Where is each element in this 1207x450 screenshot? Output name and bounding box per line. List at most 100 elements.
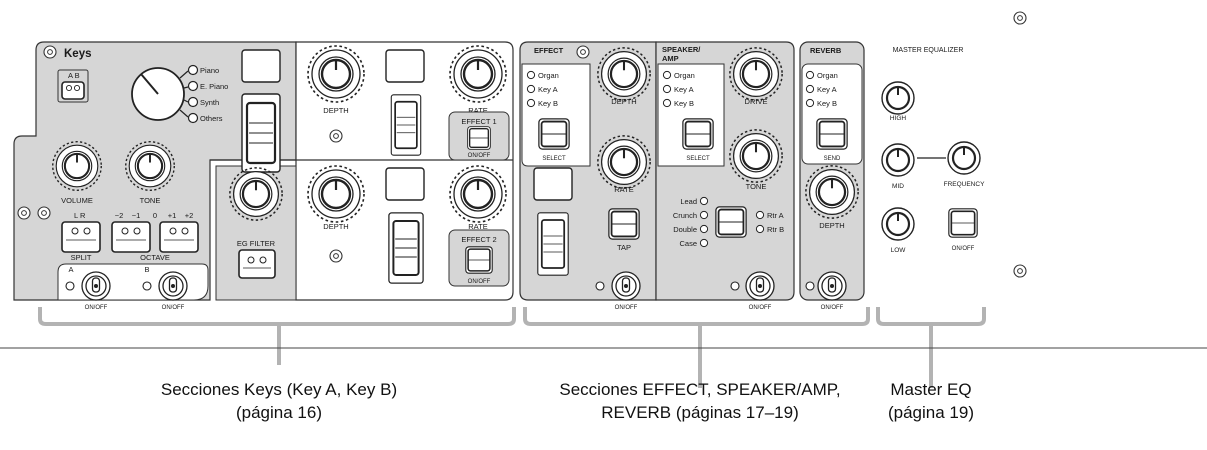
eq-high-knob[interactable]	[880, 80, 916, 116]
reverb-title: REVERB	[810, 46, 842, 55]
speaker-amp-section: SPEAKER/ AMP Organ Key A Key B SELECT DR…	[655, 41, 795, 311]
effects-bracket	[523, 307, 870, 326]
effect1-display	[385, 49, 425, 83]
keys-section: Keys A B Piano E. Piano Synth Others DEP…	[13, 41, 514, 311]
volume-label: VOLUME	[61, 196, 93, 205]
voice-selector-knob[interactable]	[131, 67, 185, 121]
keys-tone-label: TONE	[140, 196, 161, 205]
speaker-type-crunch: Crunch	[673, 211, 697, 220]
callout-master-eq-line2: (página 19)	[887, 403, 974, 422]
callout-keys-line1: Secciones Keys (Key A, Key B)	[160, 380, 398, 399]
keys-a-label: A	[68, 265, 73, 274]
eq-frequency-knob[interactable]	[946, 140, 982, 176]
screw-icon	[37, 206, 51, 220]
octave-down-button[interactable]	[111, 221, 151, 253]
effect-tap-label: TAP	[617, 243, 631, 252]
eq-onoff-button[interactable]	[947, 208, 979, 238]
octave-up-button[interactable]	[159, 221, 199, 253]
voice-piano-label: Piano	[200, 66, 219, 75]
callout-effects-line1: Secciones EFFECT, SPEAKER/AMP,	[559, 380, 841, 399]
screw-icon	[1013, 11, 1027, 25]
eq-low-label: LOW	[891, 247, 907, 254]
keys-bracket	[38, 307, 516, 326]
callout-effects-line2: REVERB (páginas 17–19)	[601, 403, 799, 422]
eq-mid-knob[interactable]	[880, 142, 916, 178]
keys-a-footswitch[interactable]	[81, 271, 111, 301]
voice-others-label: Others	[200, 114, 223, 123]
screw-icon	[43, 45, 57, 59]
effect2-pedal[interactable]	[387, 212, 425, 284]
callout-effects: Secciones EFFECT, SPEAKER/AMP, REVERB (p…	[500, 378, 900, 424]
effect-target-keya: Key A	[538, 85, 558, 94]
effect2-display	[385, 167, 425, 201]
eg-filter-button[interactable]	[238, 249, 276, 279]
speaker-title-line2: AMP	[662, 54, 679, 63]
effect-select-button[interactable]	[537, 118, 571, 150]
octave-value-0: 0	[153, 211, 157, 220]
effect2-onoff-button[interactable]	[464, 246, 494, 274]
reverb-depth-label: DEPTH	[819, 221, 844, 230]
eg-filter-label: EG FILTER	[237, 239, 276, 248]
speaker-type-lead: Lead	[680, 197, 697, 206]
effect-target-organ: Organ	[538, 71, 559, 80]
keys-title: Keys	[64, 48, 92, 60]
eq-onoff-label: ON/OFF	[952, 246, 975, 252]
speaker-type-case: Case	[679, 239, 697, 248]
effect-select-label: SELECT	[542, 156, 566, 162]
reverb-target-organ: Organ	[817, 71, 838, 80]
reverb-send-button[interactable]	[815, 118, 849, 150]
callout-master-eq-line1: Master EQ	[890, 380, 972, 399]
speaker-select-button[interactable]	[681, 118, 715, 150]
keys-modulation-pedal[interactable]	[241, 93, 281, 173]
callout-master-eq: Master EQ (página 19)	[866, 378, 996, 424]
reverb-send-label: SEND	[824, 156, 841, 162]
speaker-title-line1: SPEAKER/	[662, 45, 701, 54]
eq-frequency-label: FREQUENCY	[944, 181, 985, 188]
keys-ab-label: A B	[68, 71, 80, 80]
speaker-rotary-b: Rtr B	[767, 225, 784, 234]
keys-b-label: B	[144, 265, 149, 274]
split-lr-label: L R	[74, 211, 86, 220]
effect-display	[533, 167, 573, 201]
effect-tap-button[interactable]	[607, 208, 641, 240]
keys-a-onoff-label: ON/OFF	[85, 305, 108, 311]
screw-icon	[329, 249, 343, 263]
keys-ab-button[interactable]	[61, 81, 85, 100]
effect-title: EFFECT	[534, 46, 564, 55]
octave-value-p2: +2	[185, 211, 194, 220]
effect-depth-label: DEPTH	[611, 97, 636, 106]
keys-display	[241, 49, 281, 83]
speaker-rotary-a: Rtr A	[767, 211, 784, 220]
speaker-type-double: Double	[673, 225, 697, 234]
master-eq-section: MASTER EQUALIZER HIGH MID FREQUENCY LOW …	[880, 11, 1027, 278]
effect1-onoff-label: ON/OFF	[468, 153, 491, 159]
depth-label-1: DEPTH	[323, 106, 348, 115]
keys-b-footswitch[interactable]	[158, 271, 188, 301]
speaker-target-organ: Organ	[674, 71, 695, 80]
effect1-pedal[interactable]	[390, 94, 422, 156]
speaker-footswitch[interactable]	[745, 271, 775, 301]
split-button[interactable]	[61, 221, 101, 253]
speaker-type-button[interactable]	[714, 206, 748, 238]
screw-icon	[1013, 264, 1027, 278]
eq-low-knob[interactable]	[880, 206, 916, 242]
reverb-onoff-label: ON/OFF	[821, 305, 844, 311]
effect-pedal[interactable]	[536, 212, 570, 276]
speaker-select-label: SELECT	[686, 156, 710, 162]
effect-onoff-label: ON/OFF	[615, 305, 638, 311]
octave-label: OCTAVE	[140, 253, 170, 262]
effect2-label: EFFECT 2	[461, 235, 496, 244]
rate-label-2: RATE	[468, 222, 487, 231]
speaker-drive-label: DRIVE	[745, 97, 768, 106]
effect1-onoff-button[interactable]	[466, 126, 492, 150]
rate-label-1: RATE	[468, 106, 487, 115]
master-eq-title: MASTER EQUALIZER	[893, 47, 964, 54]
octave-value-p1: +1	[168, 211, 177, 220]
reverb-section: REVERB Organ Key A Key B SEND DEPTH ON/O…	[799, 41, 865, 311]
eq-mid-label: MID	[892, 183, 904, 190]
effect2-onoff-label: ON/OFF	[468, 279, 491, 285]
effect-footswitch[interactable]	[611, 271, 641, 301]
section-brackets	[38, 307, 986, 388]
reverb-footswitch[interactable]	[817, 271, 847, 301]
